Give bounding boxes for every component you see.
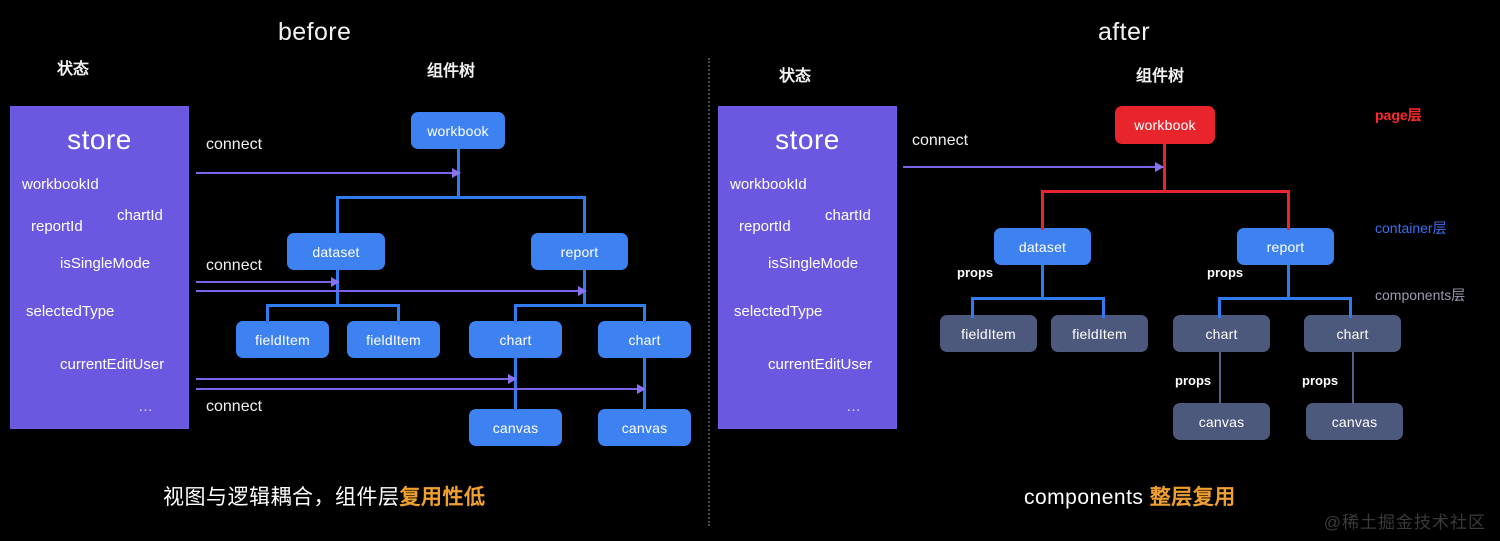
after-edge-chart1-canvas	[1219, 352, 1221, 404]
after-edge-dataset-down	[1041, 265, 1044, 299]
store-ellipsis: …	[846, 398, 863, 415]
before-edge-to-dataset	[336, 196, 339, 235]
after-connect-label: connect	[912, 132, 969, 149]
before-connect-label-3: connect	[206, 398, 263, 415]
store-item-reportId: reportId	[31, 218, 83, 235]
store-item-chartId: chartId	[825, 207, 871, 224]
before-edge-chart1-canvas	[514, 358, 517, 411]
layer-label-components: components层	[1375, 287, 1466, 303]
layer-label-page: page层	[1375, 107, 1422, 123]
before-edge-to-report	[583, 196, 586, 235]
before-edge-to-chart-2	[643, 304, 646, 324]
before-node-canvas-2[interactable]: canvas	[598, 409, 691, 446]
before-node-fielditem-2[interactable]: fieldItem	[347, 321, 440, 358]
before-edge-workbook-hbar-right	[457, 196, 586, 199]
before-edge-dataset-hbar	[266, 304, 400, 307]
before-edge-report-hbar	[514, 304, 646, 307]
before-node-canvas-1[interactable]: canvas	[469, 409, 562, 446]
after-edge-workbook-hbar-right	[1163, 190, 1290, 193]
before-caption: 视图与逻辑耦合，组件层复用性低	[163, 481, 486, 511]
store-ellipsis: …	[138, 398, 155, 415]
before-edge-to-chart-1	[514, 304, 517, 324]
before-edge-workbook-hbar-left	[336, 196, 460, 199]
after-props-label-report: props	[1207, 265, 1244, 280]
before-state-label: 状态	[57, 61, 90, 78]
after-edge-dataset-hbar	[971, 297, 1105, 300]
before-store-box: store workbookId chartId reportId isSing…	[10, 106, 189, 429]
after-edge-workbook-hbar-left	[1041, 190, 1166, 193]
after-props-label-chart-2: props	[1302, 373, 1339, 388]
after-node-fielditem-2[interactable]: fieldItem	[1051, 315, 1148, 352]
before-connect-label-1: connect	[206, 136, 263, 153]
after-caption-highlight: 整层复用	[1149, 486, 1236, 509]
store-item-reportId: reportId	[739, 218, 791, 235]
after-title: after	[1098, 18, 1151, 46]
store-item-chartId: chartId	[117, 207, 163, 224]
before-connect-arrow-3a	[196, 374, 517, 384]
store-item-selectedType: selectedType	[734, 303, 823, 320]
store-item-workbookId: workbookId	[22, 176, 99, 193]
after-state-label: 状态	[779, 68, 812, 85]
layer-label-container: container层	[1375, 220, 1447, 236]
after-edge-to-dataset	[1041, 190, 1044, 230]
before-title: before	[278, 18, 352, 46]
store-item-currentEditUser: currentEditUser	[60, 356, 165, 373]
after-caption-main: components	[1024, 486, 1150, 509]
after-edge-chart2-canvas	[1352, 352, 1354, 404]
after-node-workbook[interactable]: workbook	[1115, 106, 1215, 144]
after-node-canvas-1[interactable]: canvas	[1173, 403, 1270, 440]
store-item-currentEditUser: currentEditUser	[768, 356, 873, 373]
after-node-canvas-2[interactable]: canvas	[1306, 403, 1403, 440]
after-props-label-chart-1: props	[1175, 373, 1212, 388]
before-node-fielditem-1[interactable]: fieldItem	[236, 321, 329, 358]
before-connect-arrow-1	[196, 168, 461, 178]
before-connect-arrow-2a	[196, 277, 340, 287]
store-title: store	[67, 124, 132, 155]
after-node-fielditem-1[interactable]: fieldItem	[940, 315, 1037, 352]
before-caption-main: 视图与逻辑耦合，组件层	[163, 486, 400, 509]
before-edge-dataset-down	[336, 270, 339, 306]
before-connect-arrow-3b	[196, 384, 646, 394]
after-edge-to-chart-2	[1349, 297, 1352, 318]
before-connect-arrow-2b	[196, 286, 587, 296]
after-store-box: store workbookId chartId reportId isSing…	[718, 106, 897, 429]
before-connect-label-2: connect	[206, 257, 263, 274]
before-node-dataset[interactable]: dataset	[287, 233, 385, 270]
store-item-workbookId: workbookId	[730, 176, 807, 193]
before-edge-to-fielditem-2	[397, 304, 400, 324]
after-node-dataset[interactable]: dataset	[994, 228, 1091, 265]
store-item-isSingleMode: isSingleMode	[768, 255, 859, 272]
after-edge-report-down	[1287, 265, 1290, 299]
before-tree-label: 组件树	[427, 63, 476, 80]
panel-divider	[708, 58, 710, 526]
before-node-chart-2[interactable]: chart	[598, 321, 691, 358]
before-node-chart-1[interactable]: chart	[469, 321, 562, 358]
store-item-selectedType: selectedType	[26, 303, 115, 320]
after-edge-report-hbar	[1218, 297, 1352, 300]
after-node-chart-2[interactable]: chart	[1304, 315, 1401, 352]
after-edge-to-fielditem-1	[971, 297, 974, 318]
before-node-report[interactable]: report	[531, 233, 628, 270]
after-edge-to-chart-1	[1218, 297, 1221, 318]
after-edge-to-report	[1287, 190, 1290, 230]
after-connect-arrow	[903, 162, 1164, 172]
after-node-chart-1[interactable]: chart	[1173, 315, 1270, 352]
before-node-workbook[interactable]: workbook	[411, 112, 505, 149]
after-edge-to-fielditem-2	[1102, 297, 1105, 318]
store-item-isSingleMode: isSingleMode	[60, 255, 151, 272]
after-tree-label: 组件树	[1136, 68, 1185, 85]
watermark: @稀土掘金技术社区	[1323, 513, 1486, 532]
before-caption-highlight: 复用性低	[399, 486, 486, 509]
before-edge-to-fielditem-1	[266, 304, 269, 324]
after-props-label-dataset: props	[957, 265, 994, 280]
store-title: store	[775, 124, 840, 155]
after-caption: components 整层复用	[1024, 481, 1236, 511]
after-node-report[interactable]: report	[1237, 228, 1334, 265]
after-edge-workbook-down	[1163, 144, 1166, 192]
